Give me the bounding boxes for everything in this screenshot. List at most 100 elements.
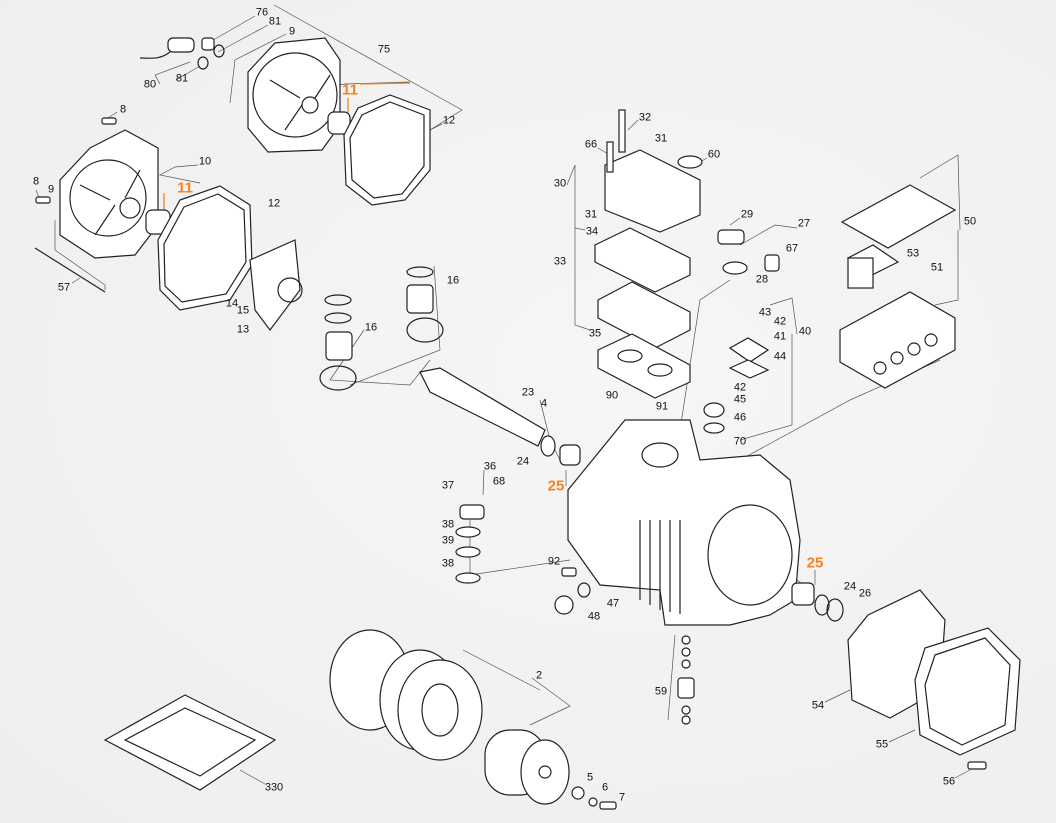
callout-33: 33 [553,255,567,268]
callout-14: 14 [225,297,239,310]
callout-34: 34 [585,225,599,238]
callout-28: 28 [755,273,769,286]
stator-2 [329,629,483,761]
fitting-67 [764,254,780,272]
heater-57 [34,247,106,293]
cover-55 [914,627,1021,756]
callout-91: 91 [655,400,669,413]
vibration-mount-59 [677,635,695,725]
piston-assemblies-16 [319,266,444,391]
callout-92: 92 [547,555,561,568]
callout-38: 38 [441,518,455,531]
gasket-34 [594,227,691,293]
gasket-35 [597,333,691,399]
callout-31: 31 [654,132,668,145]
callout-9: 9 [288,25,296,38]
callout-2: 2 [535,669,543,682]
callout-41: 41 [773,330,787,343]
callout-51: 51 [930,261,944,274]
callout-24: 24 [516,455,530,468]
callout-16: 16 [446,274,460,287]
callout-57: 57 [57,281,71,294]
callout-30: 30 [553,177,567,190]
cover-45 [703,402,725,418]
callout-42: 42 [773,315,787,328]
bearing-bushing-25-rear [791,582,815,606]
callout-56: 56 [942,775,956,788]
end-cover-left [59,129,159,259]
gasket-44 [728,359,770,379]
bolt-8-left [35,196,51,204]
rotor [484,729,570,805]
callout-10: 10 [198,155,212,168]
plug-48 [554,595,574,615]
leader-11-top-b [359,82,411,85]
callout-37: 37 [441,479,455,492]
callout-66: 66 [584,138,598,151]
callout-59: 59 [654,685,668,698]
sensor-80 [167,37,195,53]
callout-39: 39 [441,534,455,547]
callout-46: 46 [733,411,747,424]
callout-12: 12 [442,114,456,127]
callout-12: 12 [267,197,281,210]
callout-31: 31 [584,208,598,221]
callout-45: 45 [733,393,747,406]
callout-90: 90 [605,389,619,402]
callout-13: 13 [236,323,250,336]
callout-43: 43 [758,306,772,319]
leader-lines [35,4,971,785]
gasket-set-330 [103,694,277,791]
callout-26: 26 [858,587,872,600]
crankcase [567,419,801,626]
callout-38: 38 [441,557,455,570]
callout-70: 70 [733,435,747,448]
callout-6: 6 [601,781,609,794]
oil-guide-13 [249,239,301,331]
callout-9: 9 [47,183,55,196]
terminal-box-50 [839,184,957,389]
callout-75: 75 [377,43,391,56]
callout-68: 68 [492,475,506,488]
callout-36: 36 [483,460,497,473]
callout-7: 7 [618,791,626,804]
bearing-bushing-25-front [559,444,581,466]
callout-4: 4 [540,397,548,410]
end-cover-top [247,37,341,153]
terminal-plate-41 [728,337,770,363]
callout-81: 81 [268,15,282,28]
callout-44: 44 [773,350,787,363]
crankshaft-23 [419,367,546,447]
callout-76: 76 [255,6,269,19]
callout-27: 27 [797,217,811,230]
callout-40: 40 [798,325,812,338]
valve-plate-33 [597,281,691,349]
gasket-12-top [343,94,431,206]
callout-5: 5 [586,771,594,784]
bolt-56 [967,761,987,770]
callout-47: 47 [606,597,620,610]
callout-330: 330 [264,781,284,794]
callout-48: 48 [587,610,601,623]
callout-23: 23 [521,386,535,399]
bolt-8 [101,117,117,125]
callout-15: 15 [236,304,250,317]
callout-8: 8 [32,175,40,188]
callout-11-highlight: 11 [342,81,358,99]
callout-35: 35 [588,327,602,340]
callout-54: 54 [811,699,825,712]
callout-42: 42 [733,381,747,394]
callout-67: 67 [785,242,799,255]
callout-81: 81 [175,72,189,85]
callout-25-highlight: 25 [806,554,824,572]
callout-8: 8 [119,103,127,116]
callout-29: 29 [740,208,754,221]
oil-fitting-36 [459,504,485,520]
cylinder-head-30 [604,109,703,233]
callout-50: 50 [963,215,977,228]
callout-53: 53 [906,247,920,260]
callout-24: 24 [843,580,857,593]
callout-55: 55 [875,738,889,751]
